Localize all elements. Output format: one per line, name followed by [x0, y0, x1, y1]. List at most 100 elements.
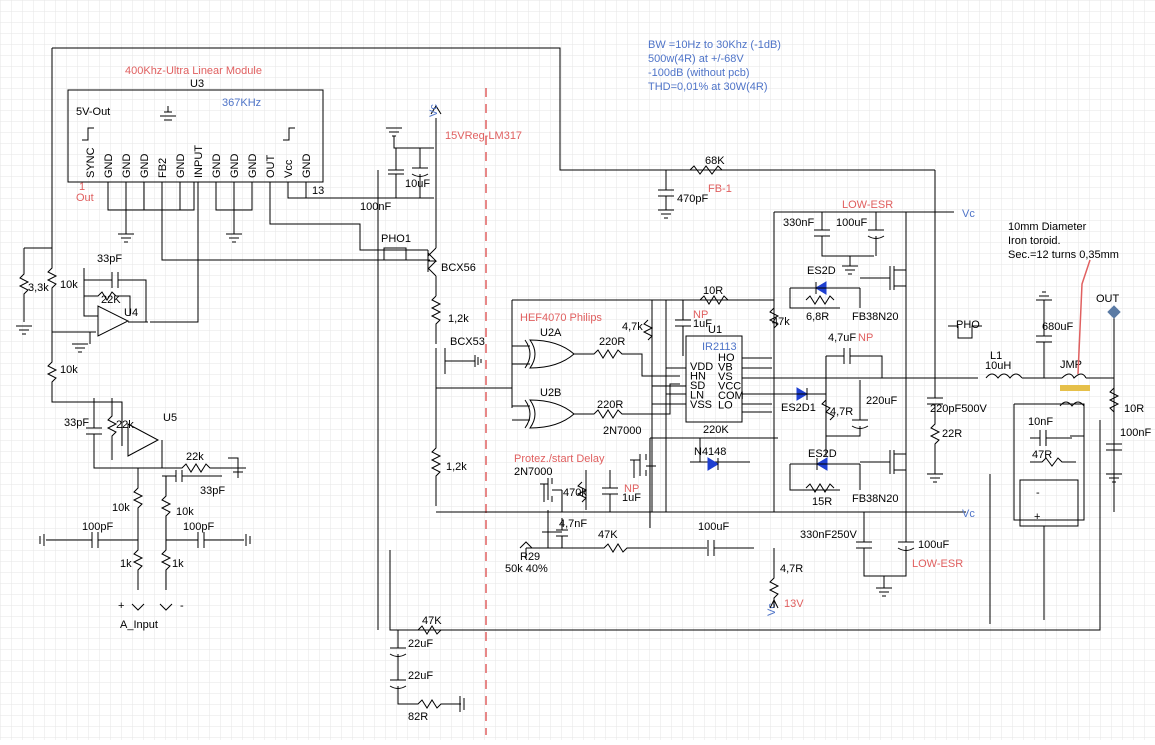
labels-plus: + — [118, 600, 124, 612]
module-pin-10: OUT — [265, 155, 277, 179]
labels-c47nf: 4,7nF — [559, 518, 587, 530]
module-pin-8: GND — [229, 154, 241, 179]
labels-c100uf-c: 100uF — [918, 539, 949, 551]
labels-c47uf: 4,7uF — [828, 332, 856, 344]
labels-es2d-bot: ES2D — [808, 448, 837, 460]
labels-n4148: N4148 — [694, 446, 726, 458]
q2-label: BCX53 — [450, 336, 485, 348]
labels-r47r-b: 4,7R — [780, 563, 803, 575]
labels-c220uf: 220uF — [866, 395, 897, 407]
labels-es2d-top: ES2D — [807, 265, 836, 277]
driver-pin-right-3: VCC — [718, 381, 741, 393]
module-pin-4: FB2 — [157, 158, 169, 178]
q1-label: BCX56 — [441, 262, 476, 274]
module-pin1-label: Out — [76, 192, 94, 204]
labels-r47k-fb: 47K — [422, 615, 442, 627]
protection-circuit — [519, 438, 780, 609]
module-pin-5: GND — [175, 154, 187, 179]
labels-u4: U4 — [124, 307, 138, 319]
labels-c33pf-a: 33pF — [97, 253, 122, 265]
spec-line-0: BW =10Hz to 30Khz (-1dB) — [648, 39, 781, 51]
module-pin-3: GND — [139, 154, 151, 179]
labels-r220k: 220K — [703, 424, 729, 436]
module-pin-7: GND — [211, 154, 223, 179]
labels-r82r: 82R — [408, 711, 428, 723]
labels-c1uf-b: 1uF — [622, 492, 641, 504]
r1-label: 1,2k — [448, 313, 469, 325]
labels-r33k: 3,3k — [28, 282, 49, 294]
input-stage — [16, 247, 251, 611]
driver-pin-left-3: LN — [690, 390, 704, 402]
driver-pin-right-1: VB — [718, 362, 733, 374]
toroid-line-1: Iron toroid. — [1008, 235, 1061, 247]
labels-r22k-a: 22K — [101, 294, 121, 306]
xor-gates: HEF4070 Philips U2A U2B 220R 220R — [511, 299, 682, 429]
labels-bat-minus: - — [1036, 487, 1040, 499]
module-title: 400Khz-Ultra Linear Module — [125, 65, 262, 77]
module-5v-out: 5V-Out — [76, 106, 110, 118]
module-pin-12: GND — [301, 154, 313, 179]
labels-bat-plus: + — [1034, 511, 1040, 523]
module-pin-6: INPUT — [193, 145, 205, 178]
spec-line-2: -100dB (without pcb) — [648, 67, 750, 79]
labels-c680uf: 680uF — [1042, 321, 1073, 333]
pho: PHO — [956, 319, 980, 331]
labels-r10r: 10R — [703, 285, 723, 297]
labels-n7000b: 2N7000 — [514, 466, 553, 478]
module-pin-2: GND — [121, 154, 133, 179]
labels-c10nf: 10nF — [1028, 416, 1053, 428]
labels-r29: R29 — [520, 551, 540, 563]
pho1-label: PHO1 — [381, 233, 411, 245]
labels-r10k-a: 10k — [60, 279, 78, 291]
labels-r47r: 4,7R — [830, 406, 853, 418]
fb-capacitor: 470pF — [677, 193, 708, 205]
reg-c1: 100nF — [360, 201, 391, 213]
labels-r29val: 50k 40% — [505, 563, 548, 575]
driver-pin-left-4: VSS — [690, 399, 712, 411]
driver-pin-right-4: COM — [718, 390, 744, 402]
labels-c220pf: 220pF500V — [930, 403, 988, 415]
labels-v13: 13V — [784, 598, 804, 610]
labels-jmp: JMP — [1060, 359, 1082, 371]
labels-r47k-b: 47K — [598, 529, 618, 541]
module-pin1: 1 — [79, 181, 85, 193]
spec-line-3: THD=0,01% at 30W(4R) — [648, 81, 768, 93]
feedback-network: 68K FB-1 470pF — [658, 155, 936, 380]
labels-np1: NP — [693, 309, 708, 321]
gate-b-resistor: 220R — [597, 399, 623, 411]
module-pin13: 13 — [312, 185, 324, 197]
specs-block: BW =10Hz to 30Khz (-1dB)500w(4R) at +/-6… — [648, 39, 781, 93]
labels-c22uf-a: 22uF — [408, 638, 433, 650]
hef-label: HEF4070 Philips — [520, 312, 602, 324]
reg-c2: 10uF — [405, 178, 430, 190]
labels-l1: L1 — [990, 350, 1002, 362]
transistor-stage: BCX56 1,2k BCX53 1,2k — [427, 247, 966, 513]
labels-l1val: 10uH — [985, 360, 1011, 372]
fb-label: FB-1 — [708, 183, 732, 195]
labels-out: OUT — [1096, 293, 1120, 305]
module-pin-1: GND — [103, 154, 115, 179]
module-wiring — [51, 47, 935, 323]
labels-es2d1: ES2D1 — [781, 402, 816, 414]
driver-pin-right-2: VS — [718, 371, 733, 383]
labels-lowesr2: LOW-ESR — [912, 558, 963, 570]
gate-a-resistor: 220R — [599, 336, 625, 348]
labels-minus: - — [180, 600, 184, 612]
labels-vc2: Vc — [962, 508, 975, 520]
driver-pin-left-2: SD — [690, 380, 705, 392]
labels-c33pf-c: 33pF — [200, 485, 225, 497]
labels-c100pf-b: 100pF — [183, 521, 214, 533]
gate-a-label: U2A — [540, 327, 562, 339]
toroid-line-0: 10mm Diameter — [1008, 221, 1087, 233]
vc-top-label: Vc — [428, 104, 440, 117]
module-ref: U3 — [190, 78, 204, 90]
half-bridge — [389, 211, 1122, 631]
driver-ref: U1 — [708, 324, 722, 336]
labels-vc-low: Vc — [766, 603, 778, 616]
module-u3: 400Khz-Ultra Linear Module U3 367KHz 5V-… — [67, 65, 324, 204]
